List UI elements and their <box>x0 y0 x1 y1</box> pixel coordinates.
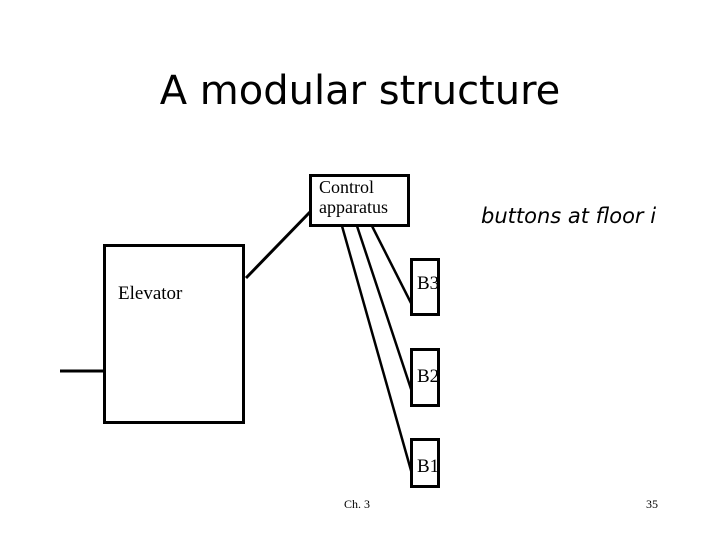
wire-control-b1 <box>340 225 414 475</box>
button-b3-box <box>410 258 440 316</box>
elevator-label: Elevator <box>118 283 183 304</box>
footer-page-number: 35 <box>646 497 658 511</box>
footer-chapter: Ch. 3 <box>344 497 371 511</box>
control-apparatus-box <box>309 174 410 227</box>
buttons-caption: buttons at floor i <box>481 204 657 228</box>
button-b1-label: B1 <box>417 456 440 477</box>
button-b3-label: B3 <box>417 273 440 294</box>
button-b2-label: B2 <box>417 366 440 387</box>
wire-control-elevator <box>244 210 312 280</box>
button-b2-box <box>410 348 440 407</box>
control-apparatus-label-line1: Control <box>319 177 375 197</box>
wire-control-b3 <box>370 225 414 306</box>
button-b1-box <box>410 438 440 488</box>
elevator-box <box>103 244 245 424</box>
slide-title: A modular structure <box>159 68 561 114</box>
control-apparatus-label-line2: apparatus <box>319 197 388 217</box>
wire-control-b2 <box>355 225 414 393</box>
